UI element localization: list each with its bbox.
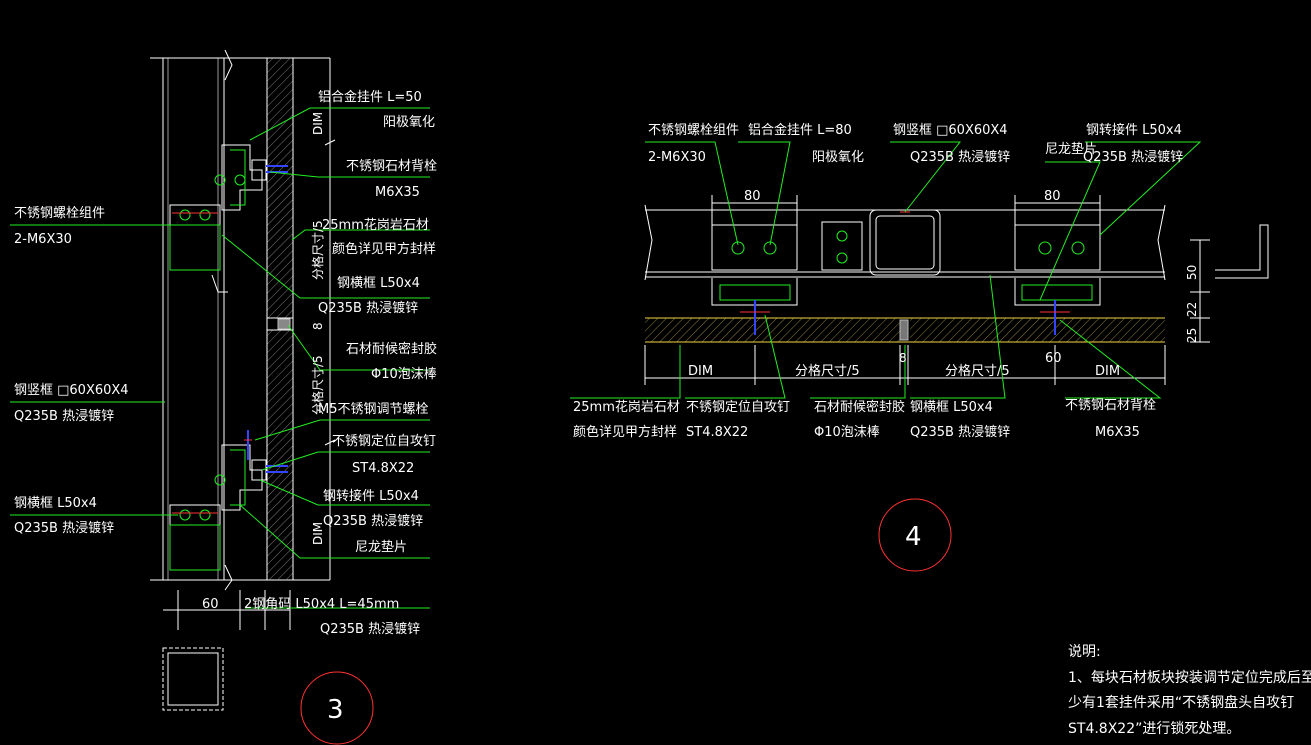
d4-steel-column-grade: Q235B 热浸镀锌 — [910, 149, 1010, 165]
d3-anodized: 阳极氧化 — [383, 115, 435, 130]
d4-ss-back-bolt: 不锈钢石材背栓 — [1065, 398, 1156, 413]
detail-3-geometry — [150, 49, 374, 745]
d3-bolt-assembly: 不锈钢螺栓组件 — [14, 206, 105, 221]
d3-granite: 25mm花岗岩石材 — [322, 217, 429, 233]
d4-grid-a: 分格尺寸/5 — [795, 363, 860, 379]
d4-dim-8: 8 — [899, 351, 907, 365]
d4-dim-80b: 80 — [1044, 189, 1061, 204]
d4-number: 4 — [905, 522, 922, 552]
d4-bolt-assembly: 不锈钢螺栓组件 — [648, 123, 739, 138]
d4-granite-color: 颜色详见甲方封样 — [573, 424, 677, 440]
d3-self-tap-spec: ST4.8X22 — [352, 461, 414, 476]
d3-granite-color: 颜色详见甲方封样 — [332, 241, 436, 257]
d3-steel-beam2: 钢横框 L50x4 — [14, 496, 97, 511]
d3-grid-a: 分格尺寸/5 — [310, 220, 325, 280]
d4-foam-rod: Φ10泡沫棒 — [814, 425, 880, 440]
detail-3-leaders — [10, 107, 430, 609]
notes-line1: 1、每块石材板块按装调节定位完成后至 — [1068, 670, 1311, 686]
detail-4-geometry — [644, 195, 1269, 572]
d3-nylon-pad: 尼龙垫片 — [355, 539, 407, 555]
d4-self-tap: 不锈钢定位自攻钉 — [686, 400, 790, 415]
d3-dim-top: DIM — [311, 112, 325, 135]
d4-nylon-pad: 尼龙垫片 — [1045, 141, 1097, 157]
d4-dim-right: DIM — [1095, 364, 1120, 379]
d4-dim-25: 25 — [1185, 328, 1199, 343]
d4-granite: 25mm花岗岩石材 — [573, 399, 680, 415]
d3-steel-connector-grade: Q235B 热浸镀锌 — [323, 513, 423, 529]
d3-ss-back-bolt-spec: M6X35 — [375, 185, 420, 200]
d3-steel-beam: 钢横框 L50x4 — [337, 276, 420, 291]
d3-m5-bolt: M5不锈钢调节螺栓 — [318, 402, 429, 417]
d4-dim-22: 22 — [1185, 302, 1199, 317]
d4-dim-60: 60 — [1045, 351, 1062, 366]
d4-anodized: 阳极氧化 — [812, 150, 864, 165]
d3-ss-back-bolt: 不锈钢石材背栓 — [346, 159, 437, 174]
notes-title: 说明: — [1068, 644, 1101, 660]
d3-angle-grade: Q235B 热浸镀锌 — [320, 621, 420, 637]
d4-steel-connector-grade: Q235B 热浸镀锌 — [1083, 149, 1183, 165]
d3-alu-hanger: 铝合金挂件 L=50 — [318, 89, 422, 105]
d3-dim-bottom: DIM — [311, 522, 325, 545]
detail-4-leaders — [570, 141, 1202, 399]
notes-line3: ST4.8X22”进行锁死处理。 — [1068, 721, 1240, 737]
d3-angle-code: 2钢角码 L50x4 L=45mm — [244, 597, 399, 612]
notes-line2: 少有1套挂件采用“不锈钢盘头自攻钉 — [1068, 694, 1294, 711]
d3-steel-connector: 钢转接件 L50x4 — [323, 488, 419, 504]
d4-dim-left: DIM — [688, 364, 713, 379]
d4-alu-hanger: 铝合金挂件 L=80 — [748, 122, 852, 138]
d4-grid-b: 分格尺寸/5 — [945, 363, 1010, 379]
d4-steel-beam-grade: Q235B 热浸镀锌 — [910, 424, 1010, 440]
d4-dim-80a: 80 — [744, 189, 761, 204]
d3-steel-column: 钢竖框 □60X60X4 — [14, 383, 129, 398]
d3-bolt-spec: 2-M6X30 — [14, 232, 72, 247]
d4-steel-column: 钢竖框 □60X60X4 — [893, 123, 1008, 138]
d4-steel-beam: 钢横框 L50x4 — [910, 400, 993, 415]
d3-steel-beam-grade: Q235B 热浸镀锌 — [318, 300, 418, 316]
d3-sealant: 石材耐候密封胶 — [346, 341, 437, 357]
d3-grid-b: 分格尺寸/5 — [310, 355, 325, 415]
d3-steel-column-grade: Q235B 热浸镀锌 — [14, 408, 114, 424]
d4-bolt-spec: 2-M6X30 — [648, 150, 706, 165]
d3-steel-beam2-grade: Q235B 热浸镀锌 — [14, 520, 114, 536]
d3-number: 3 — [327, 695, 344, 725]
d3-dim-60: 60 — [202, 597, 219, 612]
d4-steel-connector: 钢转接件 L50x4 — [1086, 122, 1182, 138]
d4-self-tap-spec: ST4.8X22 — [686, 425, 748, 440]
d3-foam-rod: Φ10泡沫棒 — [371, 367, 437, 382]
d4-dim-50: 50 — [1185, 265, 1199, 280]
d4-sealant: 石材耐候密封胶 — [814, 399, 905, 415]
d3-self-tap: 不锈钢定位自攻钉 — [332, 434, 436, 449]
d4-ss-back-bolt-spec: M6X35 — [1095, 425, 1140, 440]
d3-dim-8: 8 — [311, 322, 325, 330]
